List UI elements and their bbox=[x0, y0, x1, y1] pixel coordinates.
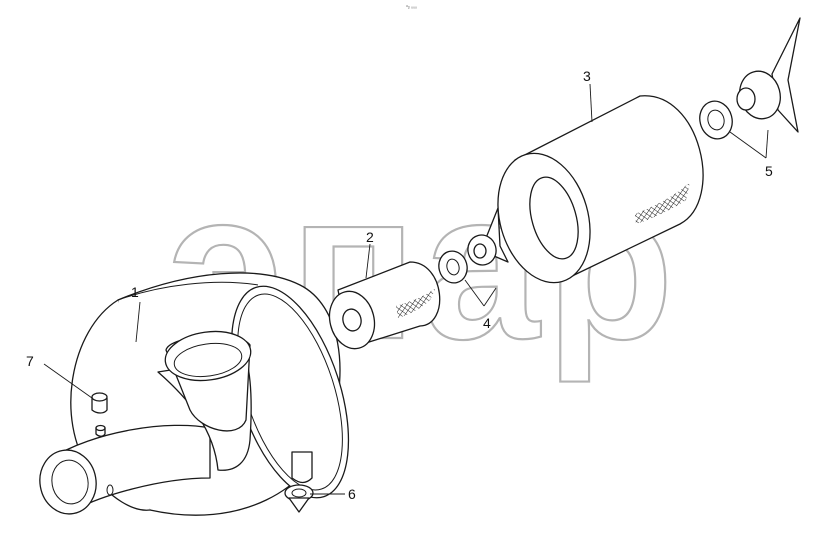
nut-washer-part-4 bbox=[438, 207, 509, 284]
fitting-part-7 bbox=[91, 392, 108, 437]
callout-5: 5 bbox=[765, 163, 773, 179]
header-mark: ᵃᵦ ᵤᵤᵤ bbox=[406, 4, 417, 10]
callout-7: 7 bbox=[26, 353, 34, 369]
safety-element-part-2 bbox=[328, 261, 441, 350]
callout-1: 1 bbox=[131, 284, 139, 300]
callout-4: 4 bbox=[483, 315, 491, 331]
callout-3: 3 bbox=[583, 68, 591, 84]
leader-lines bbox=[43, 83, 769, 495]
main-element-part-3 bbox=[497, 95, 704, 284]
end-nut-part-5 bbox=[699, 17, 801, 140]
callout-2: 2 bbox=[366, 229, 374, 245]
drain-valve-part-6 bbox=[284, 484, 314, 513]
callout-6: 6 bbox=[348, 486, 356, 502]
housing-part-1 bbox=[39, 272, 350, 516]
